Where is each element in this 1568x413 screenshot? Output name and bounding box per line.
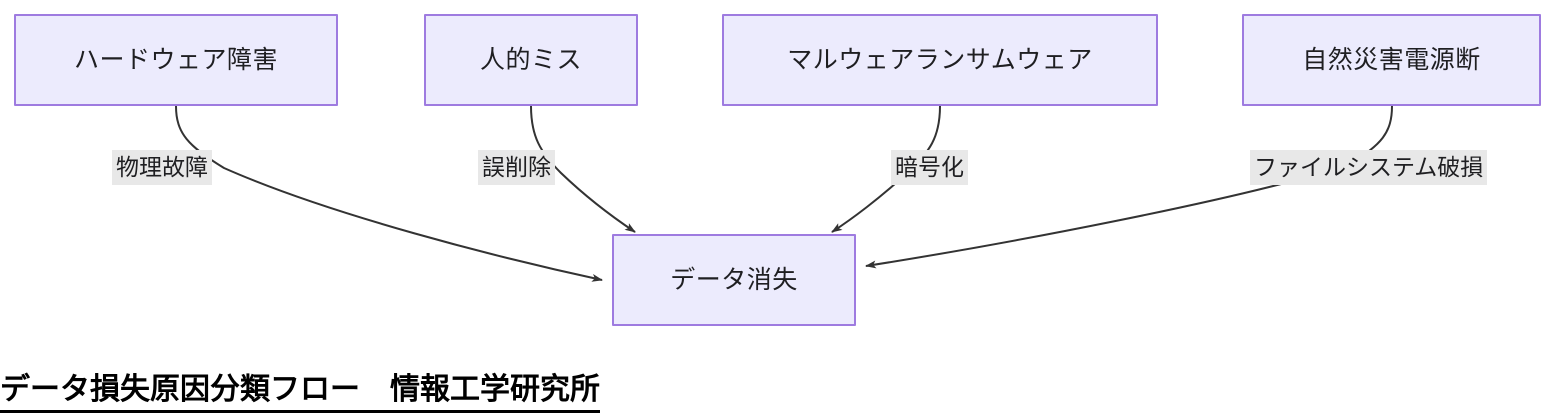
node-data-loss-label: データ消失 [670, 266, 798, 294]
node-natural-disaster-power-outage[interactable]: 自然災害電源断 [1242, 14, 1541, 106]
node-hardware-failure-label: ハードウェア障害 [73, 46, 278, 74]
edge-label-encryption: 暗号化 [891, 150, 968, 185]
node-malware-ransomware[interactable]: マルウェアランサムウェア [722, 14, 1158, 106]
edge-hardware-to-dataloss [175, 105, 603, 282]
edge-disaster-to-dataloss [865, 105, 1393, 269]
edge-label-filesystem-corruption: ファイルシステム破損 [1250, 150, 1488, 185]
node-data-loss[interactable]: データ消失 [612, 234, 856, 326]
edge-label-accidental-deletion: 誤削除 [478, 150, 555, 185]
node-human-error-label: 人的ミス [479, 46, 582, 74]
node-human-error[interactable]: 人的ミス [424, 14, 638, 106]
node-hardware-failure[interactable]: ハードウェア障害 [14, 14, 338, 106]
node-natural-disaster-power-outage-label: 自然災害電源断 [1302, 46, 1481, 74]
edge-label-physical-failure: 物理故障 [112, 150, 212, 185]
diagram-caption: データ損失原因分類フロー 情報工学研究所 [0, 364, 600, 413]
node-malware-ransomware-label: マルウェアランサムウェア [787, 46, 1093, 74]
